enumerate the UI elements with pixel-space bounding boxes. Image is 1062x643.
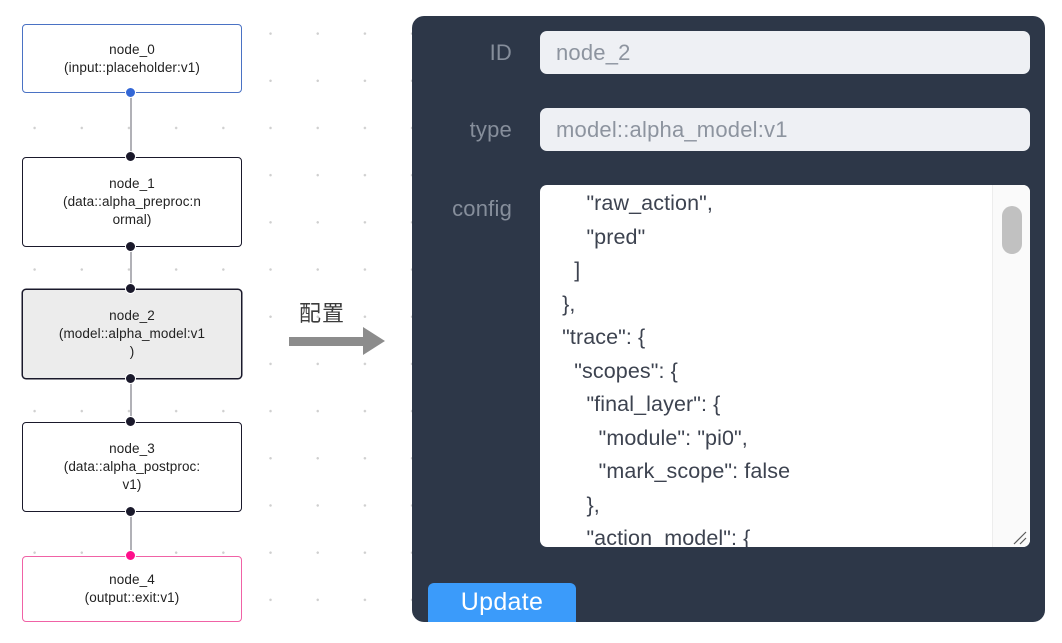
flow-arrow-caption: 配置 xyxy=(299,302,346,327)
resize-handle-icon[interactable] xyxy=(1010,528,1028,546)
handle-node_2-source[interactable] xyxy=(125,373,136,384)
config-textarea-wrapper: "raw_action", "pred" ] }, "trace": { "sc… xyxy=(540,185,1030,547)
edge-node2-node3 xyxy=(130,374,132,422)
handle-node_4-target[interactable] xyxy=(125,550,136,561)
graph-node-label: node_4 (output::exit:v1) xyxy=(84,572,180,605)
edge-node1-node2 xyxy=(130,242,132,292)
handle-node_0-source[interactable] xyxy=(125,87,136,98)
update-button[interactable]: Update xyxy=(428,583,576,622)
edge-node3-node4 xyxy=(130,508,132,552)
graph-node-node_4[interactable]: node_4 (output::exit:v1) xyxy=(22,556,242,622)
graph-node-node_1[interactable]: node_1 (data::alpha_preproc:n ormal) xyxy=(22,157,242,247)
config-field-label: config xyxy=(452,196,512,221)
graph-node-label: node_3 (data::alpha_postproc: v1) xyxy=(63,441,201,492)
config-scrollbar-thumb[interactable] xyxy=(1002,206,1022,254)
handle-node_1-source[interactable] xyxy=(125,241,136,252)
id-field-label: ID xyxy=(489,40,512,65)
handle-node_3-target[interactable] xyxy=(125,416,136,427)
config-textarea[interactable]: "raw_action", "pred" ] }, "trace": { "sc… xyxy=(540,185,992,547)
handle-node_3-source[interactable] xyxy=(125,506,136,517)
handle-node_1-target[interactable] xyxy=(125,151,136,162)
type-field-label: type xyxy=(469,117,512,142)
id-input[interactable] xyxy=(540,31,1030,74)
config-scrollbar[interactable] xyxy=(992,185,1030,547)
arrow-head-icon xyxy=(363,327,385,355)
graph-node-node_2[interactable]: node_2 (model::alpha_model:v1 ) xyxy=(22,289,242,379)
graph-node-label: node_2 (model::alpha_model:v1 ) xyxy=(58,308,206,359)
graph-node-label: node_0 (input::placeholder:v1) xyxy=(64,41,200,75)
type-input[interactable] xyxy=(540,108,1030,151)
viewport-bottom-strip xyxy=(0,626,1062,643)
handle-node_2-target[interactable] xyxy=(125,283,136,294)
edge-node0-node1 xyxy=(130,88,132,162)
graph-node-node_0[interactable]: node_0 (input::placeholder:v1) xyxy=(22,24,242,93)
graph-node-label: node_1 (data::alpha_preproc:n ormal) xyxy=(62,176,202,227)
arrow-shaft-icon xyxy=(289,337,365,346)
graph-node-node_3[interactable]: node_3 (data::alpha_postproc: v1) xyxy=(22,422,242,512)
flow-arrow-group: 配置 xyxy=(287,296,397,362)
